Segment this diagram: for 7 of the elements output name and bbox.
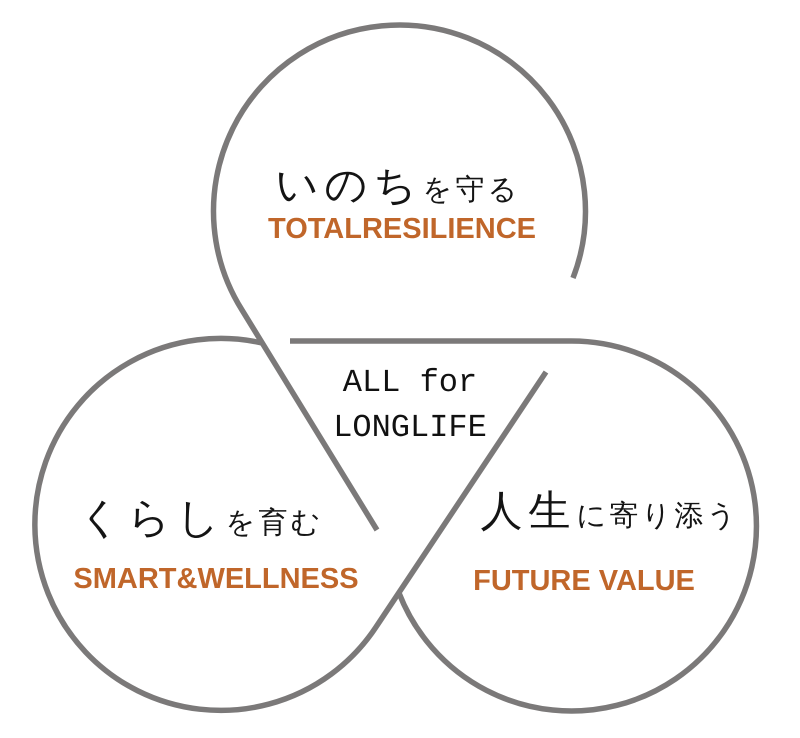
slogan-text: ALL for LONGLIFE — [332, 363, 488, 448]
heading-text: 人生に寄り添う — [480, 488, 740, 534]
subtitle-text: TOTALRESILIENCE — [268, 213, 536, 246]
heading-text: いのちを守る — [276, 162, 520, 208]
heading-text: くらしを育む — [78, 495, 324, 542]
subtitle-text: FUTURE VALUE — [473, 565, 695, 598]
subtitle-text: SMART&WELLNESS — [73, 563, 359, 596]
